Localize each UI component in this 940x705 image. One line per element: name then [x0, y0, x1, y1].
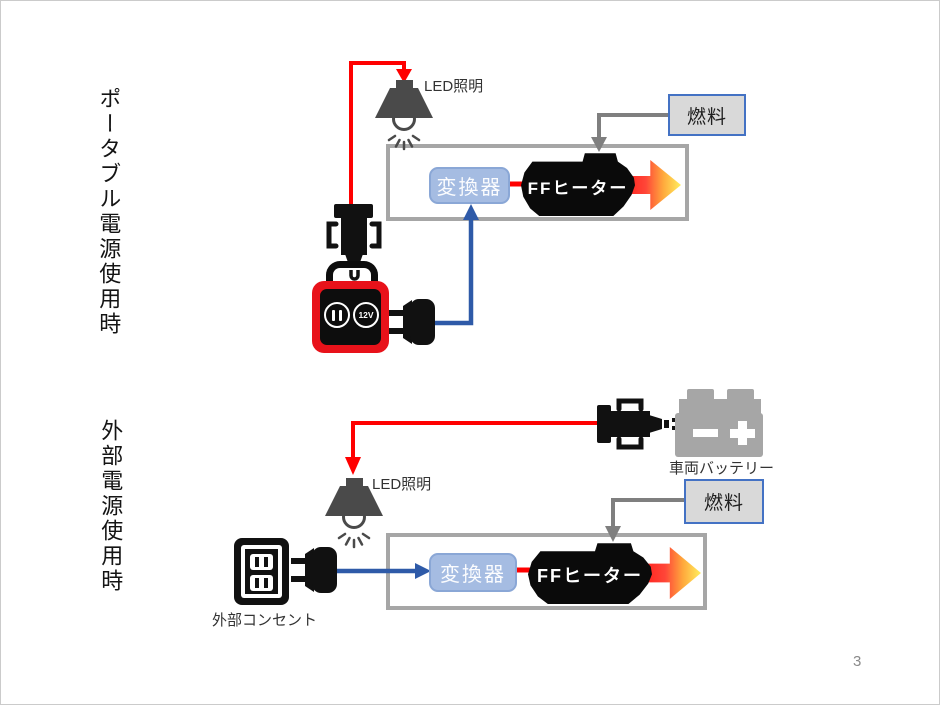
section-title-external-power: 外部電源使用時: [98, 419, 124, 594]
fuel-label: 燃料: [703, 493, 744, 514]
dc-12v-port: 12V: [353, 302, 379, 328]
lamp-neck: [346, 478, 363, 488]
outlet-socket: [250, 554, 273, 570]
plug-clip-right: [369, 221, 382, 249]
converter-box-bottom: 変換器: [429, 553, 517, 592]
converter-label: 変換器: [440, 564, 506, 586]
plug-contact: [672, 418, 680, 422]
ac-outlet-port: [324, 302, 350, 328]
fuel-label: 燃料: [686, 106, 727, 128]
plug-clip-left: [326, 221, 339, 249]
outlet-faceplate: [241, 545, 282, 598]
plus-symbol: [738, 421, 747, 445]
outlet-slot: [264, 557, 268, 567]
plug-prong: [291, 558, 307, 564]
plug-body: [410, 299, 435, 345]
plug-contact: [664, 420, 669, 428]
plug-prong: [291, 576, 307, 582]
plug-clip-top: [616, 398, 644, 412]
car-battery-icon: [675, 389, 763, 457]
plug-prong: [389, 328, 405, 334]
minus-symbol: [693, 429, 718, 437]
plug-tip: [649, 415, 662, 433]
converter-box-top: 変換器: [429, 167, 510, 204]
plug-neck: [305, 548, 314, 592]
plug-cap: [597, 405, 611, 443]
ac-port-symbol: [332, 309, 335, 321]
converter-label: 変換器: [436, 177, 503, 199]
battery-terminal: [727, 389, 754, 402]
outlet-slot: [255, 578, 259, 588]
plug-contact: [672, 426, 680, 430]
fuel-box-top: 燃料: [668, 94, 746, 136]
led-light-label-top: LED照明: [424, 78, 484, 95]
page-number: 3: [853, 653, 862, 670]
section-title-portable-power: ポータブル電源使用時: [96, 87, 122, 337]
plug-clip-bottom: [616, 436, 644, 450]
plug-prong: [389, 310, 405, 316]
heater-label: FFヒーター: [537, 566, 643, 586]
plug-cap: [334, 204, 373, 218]
external-outlet-label: 外部コンセント: [212, 612, 318, 629]
plug-body: [341, 217, 367, 255]
power-station-panel: 12V: [320, 289, 381, 345]
heater-label: FFヒーター: [527, 178, 629, 198]
ff-heater-top: FFヒーター: [521, 153, 635, 216]
power-line-blue-top: [431, 204, 479, 326]
plug-body: [610, 411, 650, 437]
outlet-slot: [264, 578, 268, 588]
ff-heater-bottom: FFヒーター: [528, 543, 652, 604]
cigarette-plug-icon-bottom: [597, 398, 680, 450]
ac-plug-icon-top: [389, 299, 435, 345]
battery-top: [679, 399, 761, 416]
fuel-box-bottom: 燃料: [684, 479, 764, 524]
outlet-plate: [245, 549, 278, 594]
outlet-slot: [255, 557, 259, 567]
ac-plug-icon-bottom: [291, 547, 337, 593]
outlet-socket: [250, 575, 273, 591]
led-light-label-bottom: LED照明: [372, 476, 432, 493]
arrowhead-red-bottom: [345, 457, 361, 475]
ac-port-symbol: [339, 309, 342, 321]
plug-body: [312, 547, 337, 593]
bulb: [342, 505, 366, 529]
lamp-neck: [396, 80, 413, 90]
bulb: [392, 107, 416, 131]
wall-outlet-icon: [234, 538, 289, 605]
battery-body: [675, 413, 763, 457]
outlet-frame: [234, 538, 289, 605]
arrowhead-red-top: [396, 69, 412, 83]
plug-neck: [403, 300, 412, 344]
power-line-red-bottom: [345, 421, 601, 475]
plus-symbol: [730, 429, 755, 438]
portable-power-station-icon: 12V: [312, 281, 389, 353]
dc-port-label: 12V: [358, 310, 374, 320]
light-rays: [337, 532, 371, 549]
vehicle-battery-label: 車両バッテリー: [669, 460, 775, 477]
battery-terminal: [687, 389, 714, 402]
